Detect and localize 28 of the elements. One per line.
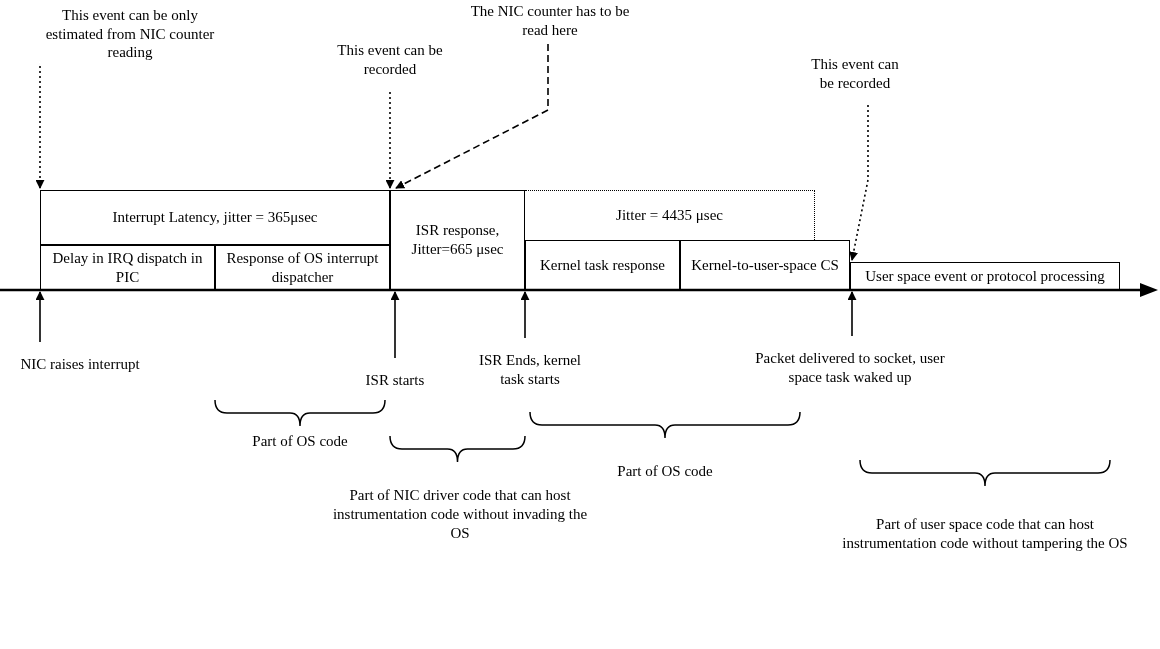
- event-label: ISR starts: [360, 360, 430, 400]
- arrow: [520, 291, 530, 339]
- stage-box: Response of OS interrupt dispatcher: [215, 245, 390, 290]
- arrow: [35, 291, 45, 343]
- jitter-box: Jitter = 4435 μsec: [525, 190, 815, 240]
- arrow: [390, 291, 400, 359]
- stage-box: Kernel-to-user-space CS: [680, 240, 850, 290]
- brace-label: Part of NIC driver code that can host instrumentation code without invading the OS: [331, 486, 589, 543]
- latency-box: Interrupt Latency, jitter = 365μsec: [40, 190, 390, 245]
- annotation-text: This event can be only estimated from NIC counter reading: [40, 4, 220, 64]
- dashed-arrow: [849, 104, 869, 261]
- stage-box: Kernel task response: [525, 240, 680, 290]
- annotation-text: The NIC counter has to be read here: [465, 0, 635, 42]
- stage-box: User space event or protocol processing: [850, 262, 1120, 290]
- event-label: NIC raises interrupt: [10, 344, 150, 384]
- brace-label: Part of OS code: [616, 462, 714, 481]
- brace-label: Part of OS code: [251, 432, 349, 451]
- event-label: ISR Ends, kernel task starts: [475, 340, 585, 400]
- dashed-arrow: [395, 43, 549, 189]
- arrow: [847, 291, 857, 337]
- stage-box: Delay in IRQ dispatch in PIC: [40, 245, 215, 290]
- dashed-arrow: [35, 65, 45, 189]
- annotation-text: This event can be recorded: [335, 30, 445, 90]
- stage-box: ISR response, Jitter=665 μsec: [390, 190, 525, 290]
- dashed-arrow: [385, 91, 395, 189]
- event-label: Packet delivered to socket, user space task waked up: [755, 338, 945, 398]
- annotation-text: This event can be recorded: [805, 45, 905, 103]
- brace-label: Part of user space code that can host instrumentation code without tampering the OS: [841, 515, 1129, 553]
